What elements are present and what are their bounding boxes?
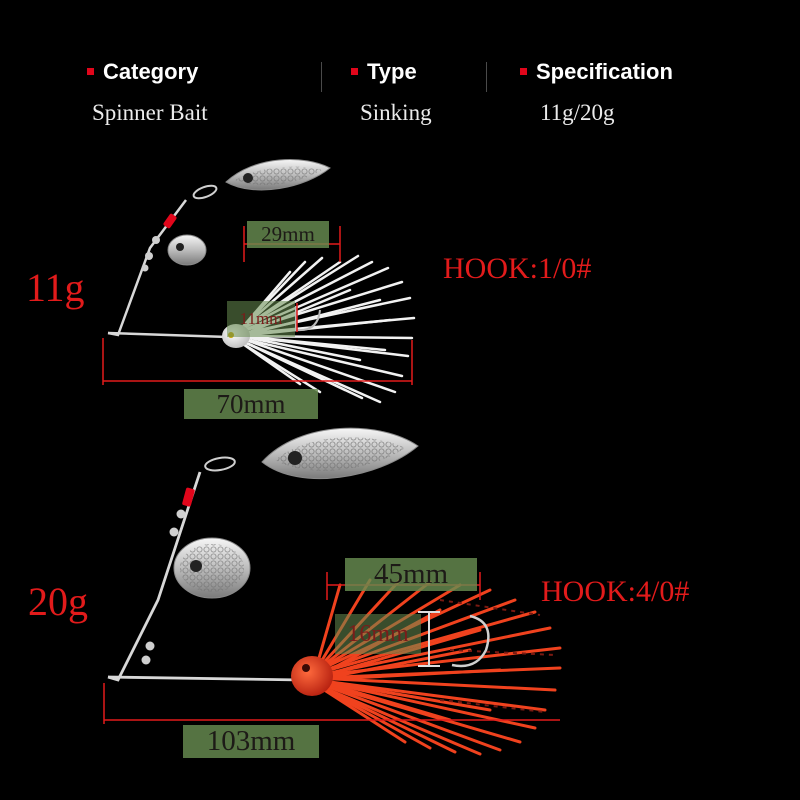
skirt-length-20g: 45mm [345,558,477,591]
spinnerbait-11g [102,159,416,404]
bullet-square-icon [87,67,94,75]
metal-bead [169,527,179,537]
wire-arm [107,471,202,682]
blade-eye [190,560,202,572]
bullet-square-icon [351,67,358,75]
red-bead [163,213,177,229]
type-label-text: Type [367,59,417,84]
type-label: Type [351,58,432,86]
type-value: Sinking [360,100,432,125]
colorado-blade [167,234,207,266]
jig-head [291,656,333,696]
head-size-20g: 16mm [335,614,421,654]
blade-eye [243,173,253,183]
metal-bead [176,509,186,519]
total-length-20g: 103mm [183,725,319,758]
swivel [204,456,236,472]
blade-eye [288,451,302,465]
total-length-11g: 70mm [184,389,318,419]
hook-size-20g: HOOK:4/0# [541,575,690,608]
weight-label-20g: 20g [28,579,88,624]
metal-bead [152,236,160,244]
wire-shank [107,331,229,339]
category-label: Category [87,58,208,86]
metal-bead [145,252,153,260]
spec-header: Category Spinner Bait Type Sinking Speci… [0,0,800,140]
weight-label-11g: 11g [26,265,85,310]
specification-label: Specification [520,58,673,86]
swivel [192,184,218,200]
spinnerbait-20g [103,427,562,756]
type-column: Type Sinking [351,58,432,128]
hook [295,306,321,332]
hook-size-11g: HOOK:1/0# [443,252,592,285]
header-divider [486,62,487,92]
head-size-11g: 11mm [227,301,295,337]
skirt-flecks [439,599,556,713]
skirt-length-11g: 29mm [247,221,329,248]
metal-bead [145,641,155,651]
bullet-square-icon [520,67,527,75]
specification-column: Specification 11g/20g [520,58,673,128]
metal-bead [141,264,149,272]
blade-eye [176,243,184,251]
specification-value: 11g/20g [540,100,615,125]
hook [451,614,490,668]
category-column: Category Spinner Bait [87,58,208,128]
head-eye [302,664,310,672]
header-divider [321,62,322,92]
metal-bead [141,655,151,665]
category-value: Spinner Bait [92,100,208,125]
red-bead [182,487,195,507]
wire-shank [107,675,304,682]
category-label-text: Category [103,59,199,84]
specification-label-text: Specification [536,59,673,84]
